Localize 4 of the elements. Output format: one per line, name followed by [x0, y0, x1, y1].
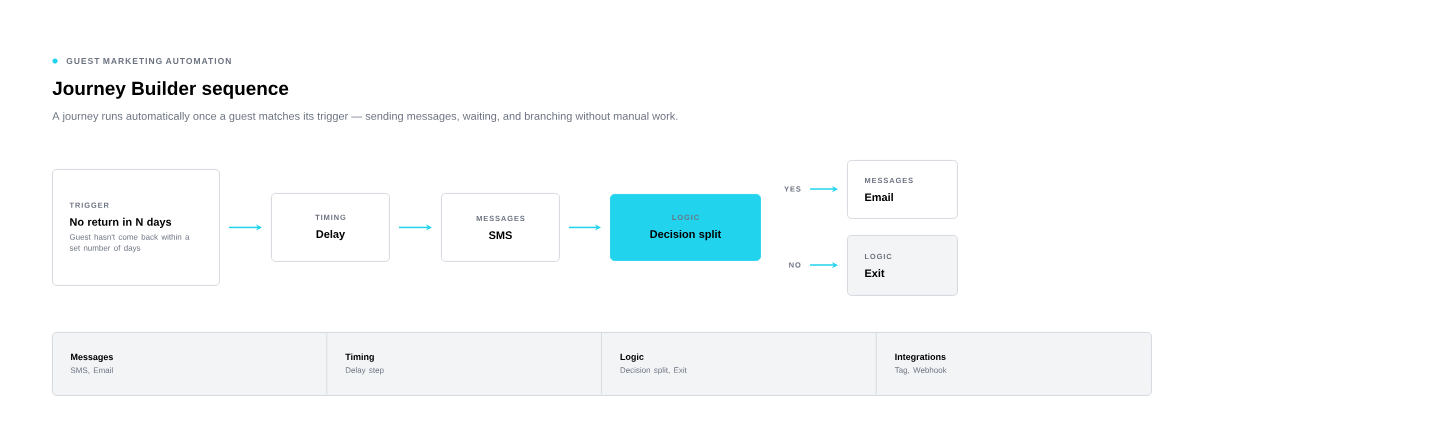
summary-panel [52, 332, 1152, 396]
title: Journey Builder sequence [52, 81, 289, 99]
subtitle: A journey runs automatically once a guest matches its trigger — sending messages, waiting, and branching without manual work. [52, 111, 678, 123]
eyebrow-text: GUEST MARKETING AUTOMATION [66, 58, 231, 64]
